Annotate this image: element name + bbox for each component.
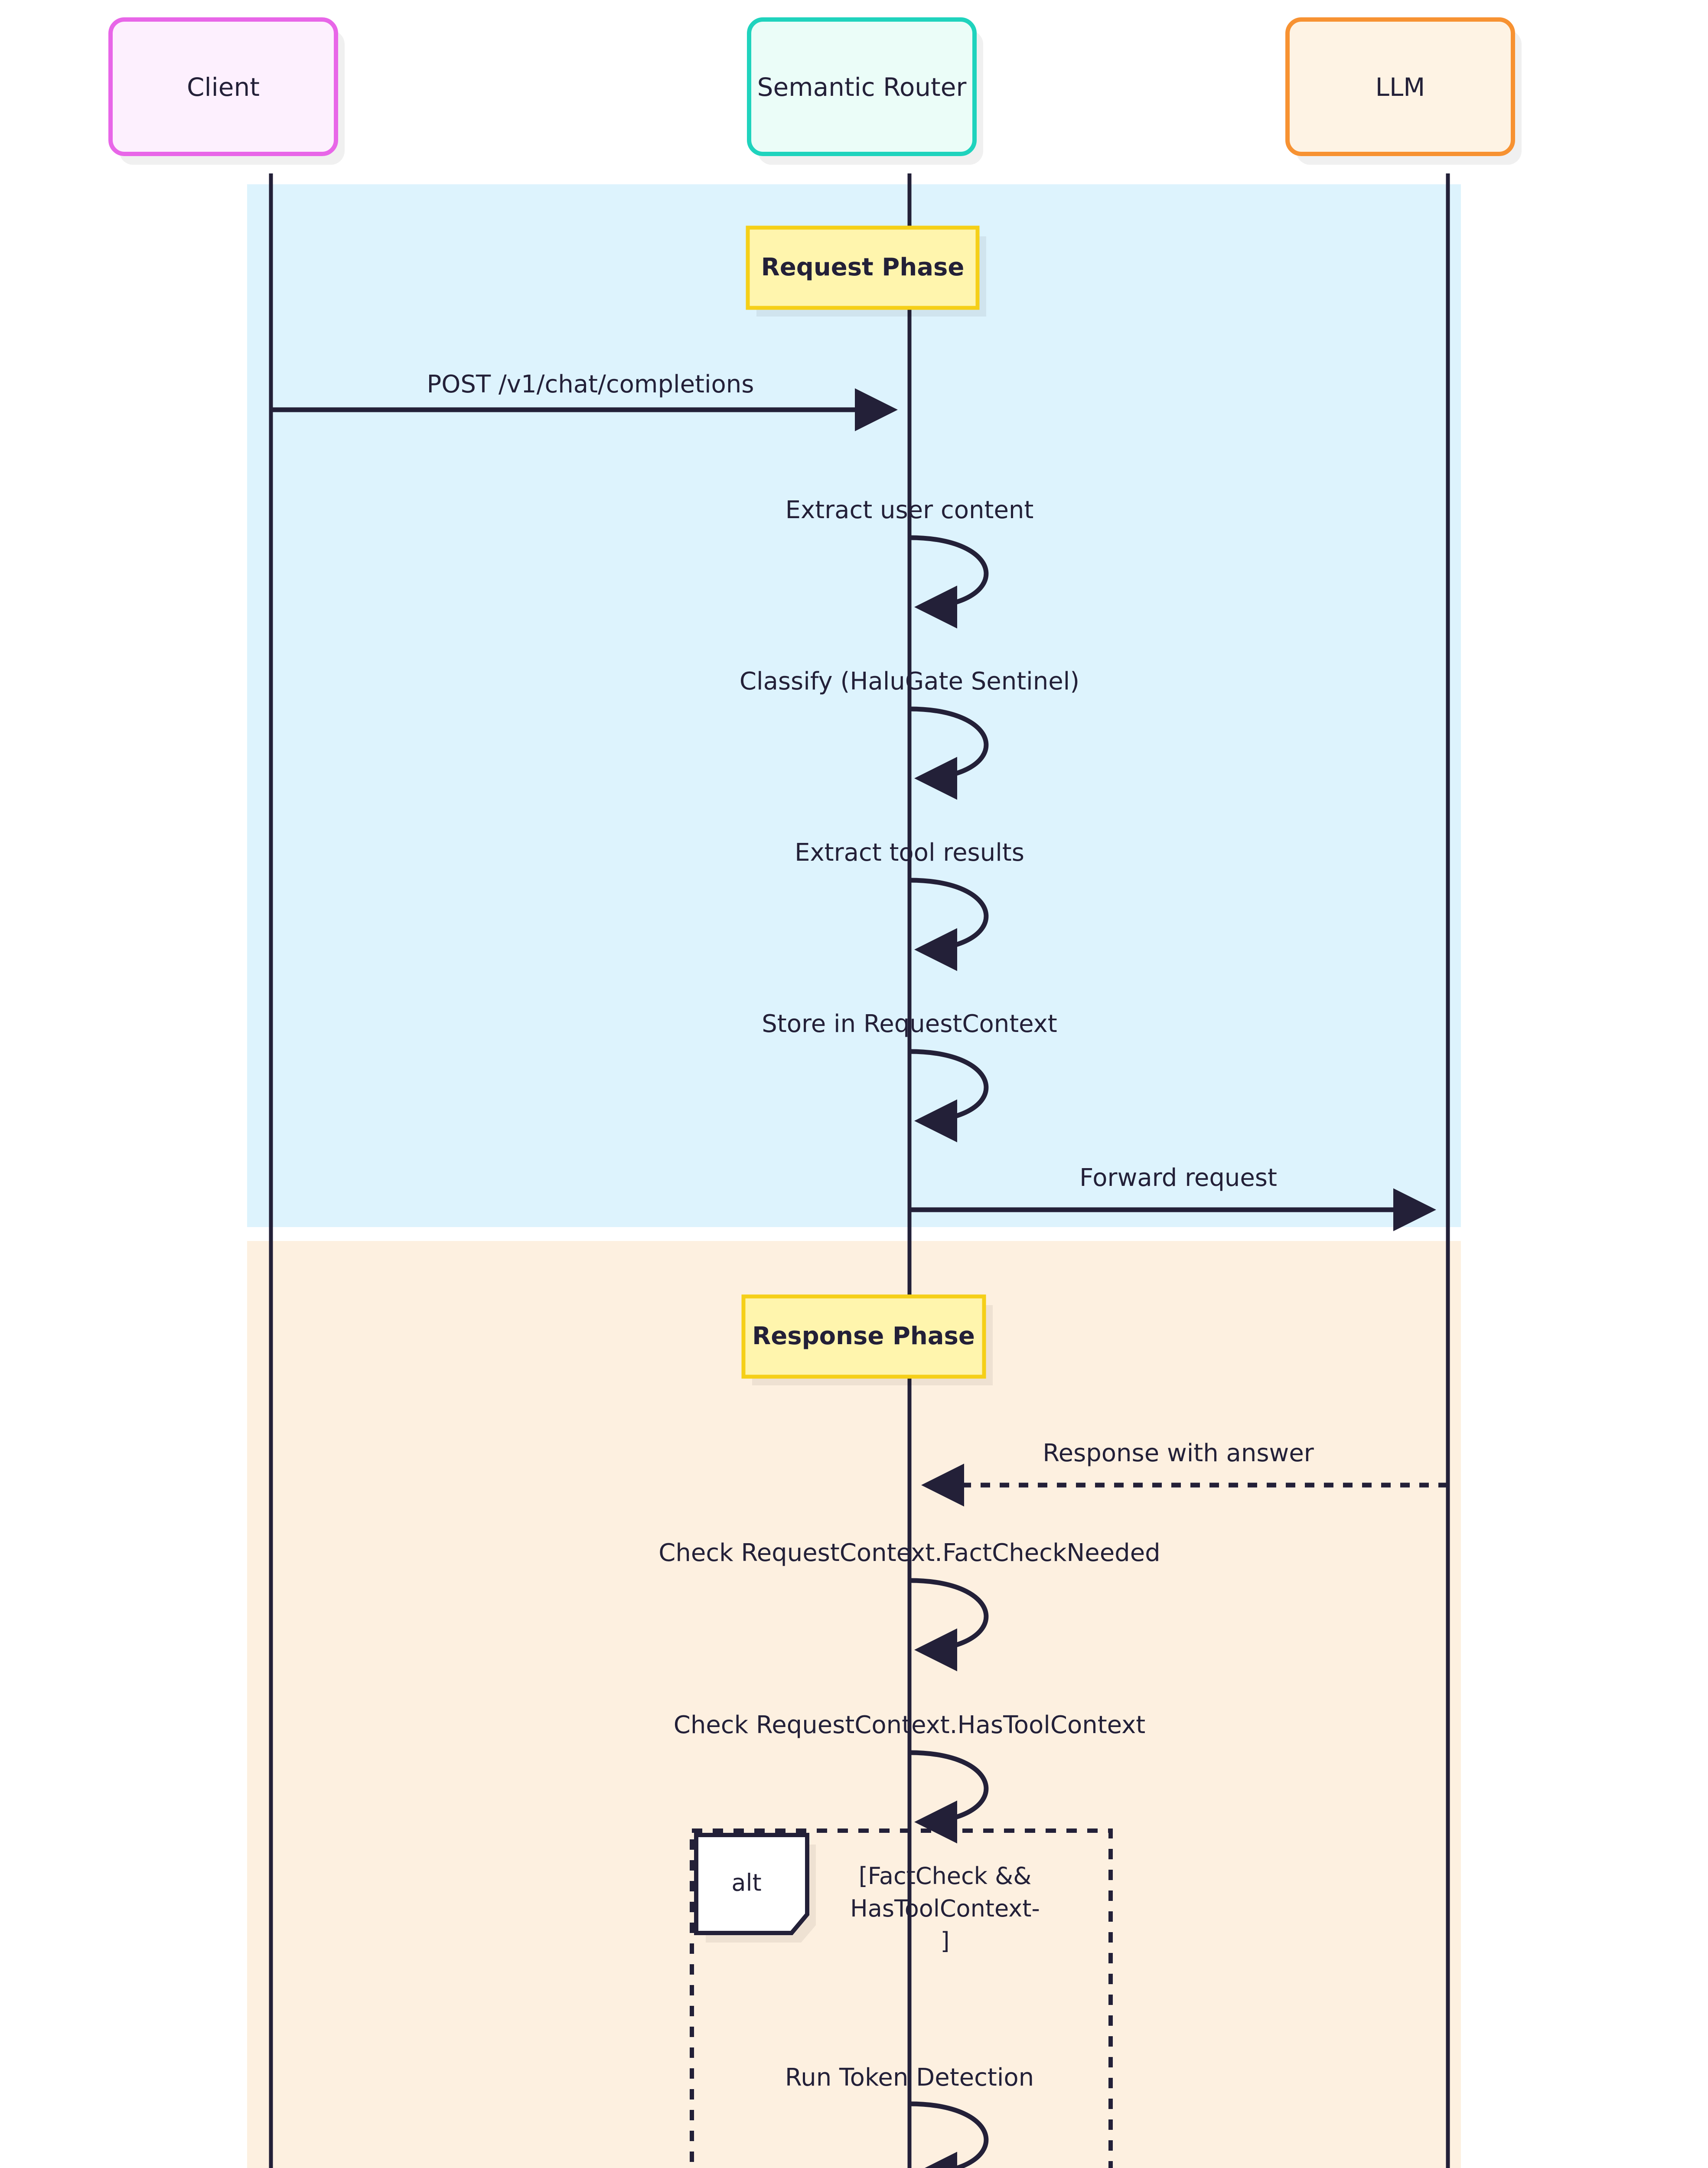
message-label: Response with answer	[1043, 1439, 1314, 1467]
message-label: Check RequestContext.FactCheckNeeded	[658, 1539, 1160, 1567]
message-forward-request: Forward request	[909, 1164, 1436, 1231]
response-phase-background	[247, 1241, 1461, 2168]
note-request-phase: Request Phase	[746, 225, 986, 317]
self-loop-arrow	[909, 1049, 989, 1143]
message-label: Extract tool results	[795, 839, 1024, 867]
alt-condition-if-line2: HasToolContext-	[850, 1895, 1040, 1922]
note-label-request-phase: Request Phase	[761, 253, 965, 281]
message-extract-tool-results: Extract tool results	[795, 839, 1024, 971]
actor-box-client-top[interactable]	[108, 17, 338, 156]
alt-condition-if-line3: ]	[940, 1927, 949, 1955]
self-loop-arrow	[909, 1750, 989, 1844]
alt-tag-box	[694, 1833, 809, 1935]
alt-block: alt [FactCheck && HasToolContext- ] [Fac…	[690, 1828, 1113, 2168]
request-phase-background	[247, 184, 1461, 1227]
note-rect-response-phase	[741, 1294, 986, 1379]
actor-headers-top: Client Semantic Router LLM	[108, 17, 1522, 165]
note-response-phase: Response Phase	[741, 1294, 993, 1385]
message-classify-halugate-sentinel: Classify (HaluGate Sentinel)	[740, 667, 1079, 800]
alt-tag-label: alt	[731, 1869, 761, 1897]
alt-block-outline	[690, 1828, 1113, 2168]
note-label-response-phase: Response Phase	[752, 1322, 975, 1350]
message-label: Classify (HaluGate Sentinel)	[740, 667, 1079, 695]
actor-label-client-top: Client	[187, 72, 260, 102]
phase-backgrounds	[247, 184, 1461, 2168]
message-label: Run Token Detection	[785, 2064, 1034, 2092]
message-label: Store in RequestContext	[762, 1010, 1057, 1038]
self-loop-arrow	[909, 535, 989, 629]
message-extract-user-content: Extract user content	[786, 496, 1034, 629]
message-check-hastoolcontext: Check RequestContext.HasToolContext	[674, 1711, 1145, 1844]
self-loop-arrow	[909, 2101, 989, 2168]
self-loop-arrow	[909, 1578, 989, 1672]
self-loop-arrow	[909, 706, 989, 800]
actor-box-llm-top[interactable]	[1285, 17, 1515, 156]
message-label: Check RequestContext.HasToolContext	[674, 1711, 1145, 1739]
lifelines	[269, 173, 1450, 2168]
self-loop-arrow	[909, 878, 989, 971]
actor-box-router-top[interactable]	[747, 17, 977, 156]
message-label: POST /v1/chat/completions	[427, 370, 754, 398]
message-label: Extract user content	[786, 496, 1034, 524]
alt-condition-if-line1: [FactCheck &&	[859, 1862, 1032, 1890]
message-check-factcheckneeded: Check RequestContext.FactCheckNeeded	[658, 1539, 1160, 1672]
message-response-with-answer: Response with answer	[921, 1439, 1448, 1507]
actor-label-router-top: Semantic Router	[757, 72, 967, 102]
message-run-token-detection: Run Token Detection	[785, 2064, 1034, 2168]
note-rect-request-phase	[746, 225, 980, 310]
message-label: Forward request	[1079, 1164, 1277, 1192]
actor-label-llm-top: LLM	[1376, 72, 1425, 102]
message-store-in-requestcontext: Store in RequestContext	[762, 1010, 1057, 1143]
message-post-chat-completions: POST /v1/chat/completions	[271, 370, 898, 431]
